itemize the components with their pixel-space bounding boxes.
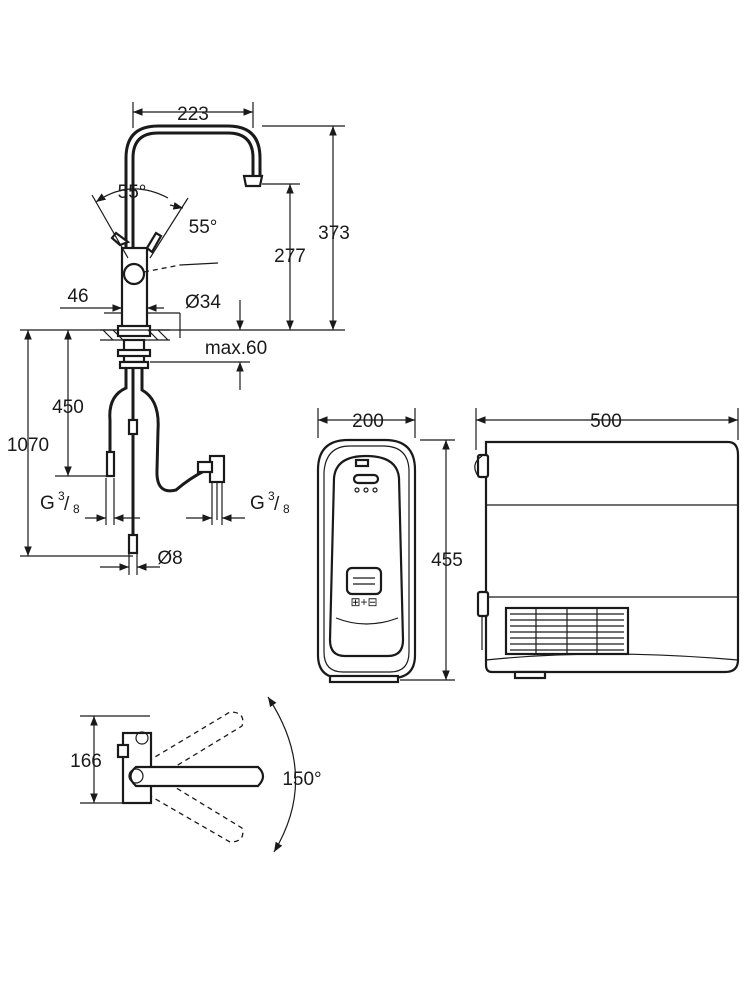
unit-front-dimensions [317,408,455,681]
dim-diameter-8: Ø8 [157,548,182,569]
dim-diameter-34: Ø34 [185,292,221,313]
unit-indicator [352,473,380,485]
unit-display [345,566,383,596]
unit-side-connector-top [476,453,490,479]
dim-angle-55-right: 55° [189,217,218,238]
supply-hose [108,368,128,455]
faucet-top-view [116,711,265,843]
lever-right [145,231,163,254]
chiller-unit-side-view [474,440,740,680]
dim-unit-height-455: 455 [431,550,463,571]
spout-outlet [242,174,264,188]
swivel-ghost-up [139,711,244,783]
dim-unit-width-200: 200 [352,411,384,432]
svg-text:3: 3 [58,489,65,503]
dim-height-277: 277 [274,246,306,267]
top-view-dimensions [80,696,297,853]
dim-offset-46: 46 [67,286,88,307]
svg-text:/: / [274,494,280,515]
dim-swivel-150: 150° [282,769,321,790]
dim-total-1070: 1070 [7,435,49,456]
dim-max-60: max.60 [205,338,267,359]
dim-depth-450: 450 [52,397,84,418]
cable-connector [127,533,139,555]
unit-top-button [354,458,370,468]
faucet-body [120,246,149,330]
dim-width-223: 223 [177,104,209,125]
faucet-dimensions [20,102,345,575]
handle-hub [122,262,146,286]
svg-text:8: 8 [283,502,290,516]
svg-text:G: G [250,493,265,514]
svg-text:8: 8 [73,502,80,516]
unit-front-panel [328,454,405,658]
unit-side-foot [513,670,547,680]
dim-angle-55-left: 55° [118,182,147,203]
faucet-base [116,324,152,338]
spout-top-view [129,765,265,788]
dim-unit-depth-500: 500 [590,411,622,432]
chiller-unit-front-view: ⊞+⊟ [316,438,417,684]
unit-side-dimensions [475,408,739,450]
dim-height-373: 373 [318,223,350,244]
unit-side-connector-bottom [476,590,490,618]
thread-label-right: G 3 / 8 [250,489,290,516]
unit-feet [328,674,400,684]
svg-text:⊞+⊟: ⊞+⊟ [350,595,377,609]
svg-text:/: / [64,494,70,515]
thread-label-left: G 3 / 8 [40,489,80,516]
faucet-spout [131,131,255,330]
svg-text:3: 3 [268,489,275,503]
unit-vent-grille [504,606,630,656]
svg-text:G: G [40,493,55,514]
dim-spout-166: 166 [70,751,102,772]
swivel-ghost-down [139,771,244,843]
